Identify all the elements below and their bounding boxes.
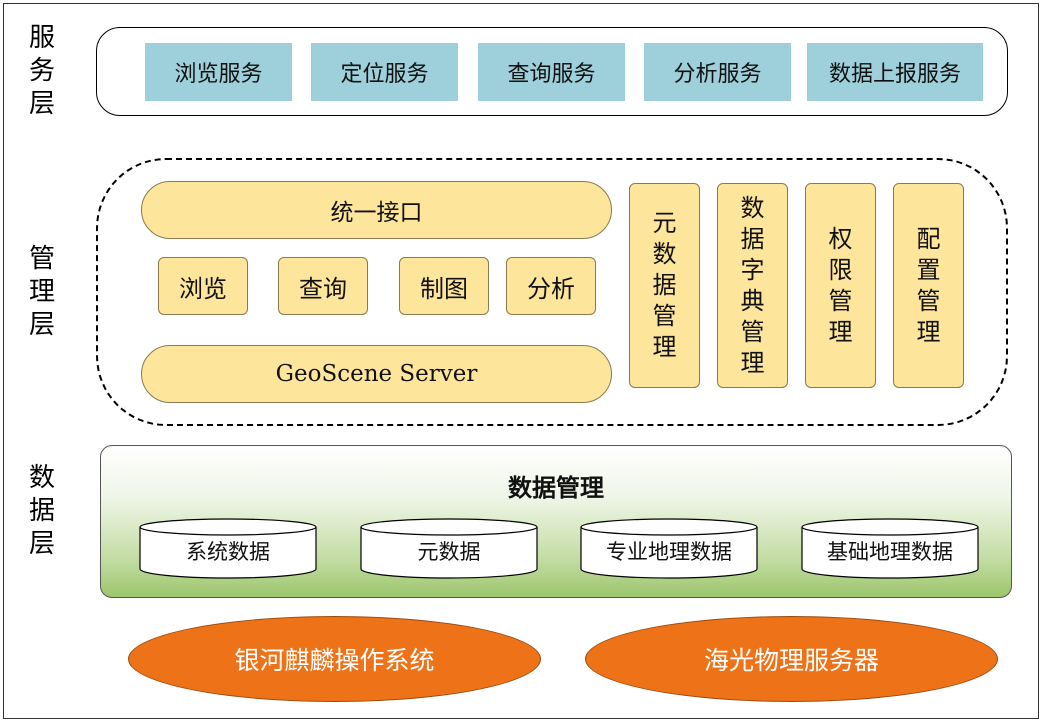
metadata-management-label: 元数据管理: [652, 209, 677, 361]
service-locate: 定位服务: [311, 43, 458, 101]
function-analysis: 分析: [506, 257, 596, 315]
diagram-frame: [3, 3, 1039, 719]
professional-geodata-store: 专业地理数据: [580, 518, 758, 580]
configuration-management-label: 配置管理: [916, 224, 941, 346]
permission-management-label: 权限管理: [828, 224, 853, 346]
metadata-store: 元数据: [360, 518, 538, 580]
management-layer-label: 管理层: [28, 244, 55, 340]
service-query: 查询服务: [478, 43, 625, 101]
service-analysis: 分析服务: [644, 43, 791, 101]
basic-geodata-store: 基础地理数据: [801, 518, 979, 580]
data-layer-label: 数据层: [28, 463, 55, 559]
service-layer-label: 服务层: [28, 23, 55, 119]
service-browse: 浏览服务: [145, 43, 292, 101]
data-management-title: 数据管理: [508, 473, 604, 502]
configuration-management-box: 配置管理: [893, 183, 964, 388]
permission-management-box: 权限管理: [805, 183, 876, 388]
basic-geodata-label: 基础地理数据: [827, 540, 953, 564]
service-data-report: 数据上报服务: [807, 43, 983, 101]
metadata-label: 元数据: [417, 540, 481, 564]
unified-interface: 统一接口: [141, 181, 612, 239]
management-layer-band: [96, 158, 1008, 426]
professional-geodata-label: 专业地理数据: [606, 540, 732, 564]
system-data-label: 系统数据: [186, 540, 270, 564]
function-query: 查询: [278, 257, 368, 315]
data-dictionary-management-box: 数据字典管理: [717, 183, 788, 388]
system-data-store: 系统数据: [139, 518, 317, 580]
hygon-server-ellipse: 海光物理服务器: [585, 616, 998, 702]
kylin-os-ellipse: 银河麒麟操作系统: [128, 616, 541, 702]
data-dictionary-management-label: 数据字典管理: [740, 193, 765, 377]
function-browse: 浏览: [158, 257, 248, 315]
geoscene-server: GeoScene Server: [141, 345, 612, 403]
metadata-management-box: 元数据管理: [629, 183, 700, 388]
function-mapping: 制图: [399, 257, 489, 315]
